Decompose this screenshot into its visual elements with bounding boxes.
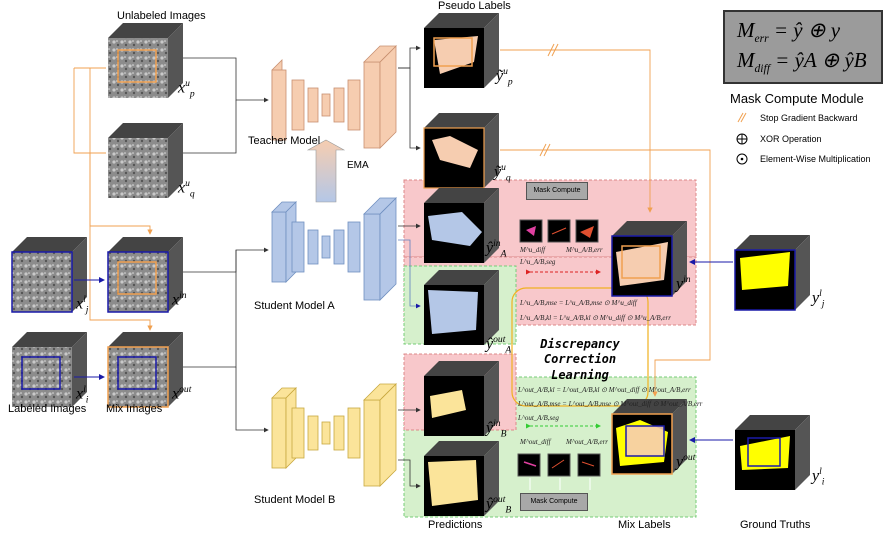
symbol-ypu: ỹup <box>496 66 513 88</box>
cube-xout <box>107 332 183 408</box>
cube-yil <box>735 415 810 490</box>
symbol-yin: yin <box>676 274 691 293</box>
legend-stop-gradient: Stop Gradient Backward <box>760 113 858 123</box>
dcl-title-line1: Discrepancy <box>540 337 620 351</box>
mix-images-label: Mix Images <box>106 403 163 415</box>
ema-label: EMA <box>347 160 369 171</box>
connectors <box>183 45 421 489</box>
student-b-network <box>271 383 397 487</box>
cube-yin <box>611 221 687 297</box>
student-b-label: Student Model B <box>254 494 336 506</box>
mask-compute-top: Mask Compute <box>526 182 588 200</box>
cube-xqu <box>108 123 183 198</box>
teacher-network <box>271 45 397 149</box>
pseudo-labels-label: Pseudo Labels <box>438 0 511 12</box>
predictions-label: Predictions <box>428 519 483 531</box>
cube-yjl <box>734 235 810 311</box>
dot-multiply-icon <box>736 153 748 165</box>
symbol-xqu: xuq <box>178 178 195 200</box>
eq-top-kl: L^u_A/B,kl = L^u_A/B,kl ⊙ M^u_diff ⊙ M^u… <box>520 314 671 322</box>
student-a-label: Student Model A <box>254 300 335 312</box>
cube-yqu <box>423 113 499 189</box>
mask-compute-formula: Merr = ŷ ⊕ y Mdiff = ŷA ⊕ ŷB <box>723 10 883 84</box>
mask-thumbnails-top <box>519 219 599 243</box>
symbol-xjl: xlj <box>76 294 89 316</box>
ground-truths-label: Ground Truths <box>740 519 811 531</box>
symbol-yjl: ylj <box>812 288 825 310</box>
legend-title: Mask Compute Module <box>730 91 864 106</box>
symbol-xil: xli <box>76 384 89 406</box>
eq-bottom-seg: L^out_A/B,seg <box>518 414 559 422</box>
mask-label-top-err: M^u_A/B,err <box>566 246 603 254</box>
eq-bottom-kl: L^out_A/B,kl = L^out_A/B,kl ⊙ M^out_diff… <box>518 386 691 394</box>
symbol-yAin: ŷinA <box>486 238 507 260</box>
cube-ypu <box>424 13 499 88</box>
cube-yBout <box>424 441 499 516</box>
cube-xin <box>107 237 183 313</box>
cube-yAin <box>424 188 499 263</box>
dcl-title-line2: Correction Learning <box>543 352 617 382</box>
symbol-yBout: ŷoutB <box>486 494 512 516</box>
orange-connectors <box>73 49 711 397</box>
student-a-network <box>271 197 397 301</box>
symbol-xpu: xup <box>178 78 195 100</box>
symbol-yout: yout <box>676 452 696 471</box>
symbol-yBin: ŷinB <box>486 418 507 440</box>
symbol-xin: xin <box>172 290 187 309</box>
mask-label-bottom-err: M^out_A/B,err <box>566 438 609 446</box>
eq-top-seg: L^u_A/B,seg <box>520 258 556 266</box>
mask-label-bottom-diff: M^out_diff <box>520 438 551 446</box>
ema-arrow <box>306 139 346 203</box>
symbol-yil: yli <box>812 466 825 488</box>
dcl-box <box>511 287 649 407</box>
labeled-images-label: Labeled Images <box>8 403 87 415</box>
cube-xil <box>12 332 87 407</box>
symbol-yqu: ỹuq <box>494 162 511 184</box>
mask-label-top-diff: M^u_diff <box>520 246 546 254</box>
cube-yBin <box>424 361 499 436</box>
teacher-model-label: Teacher Model <box>248 135 321 147</box>
unlabeled-images-label: Unlabeled Images <box>117 10 206 22</box>
symbol-xout: xout <box>172 384 192 403</box>
eq-top-mse: L^u_A/B,mse = L^u_A/B,mse ⊙ M^u_diff <box>520 299 637 307</box>
mask-thumbnails-bottom <box>517 453 601 477</box>
cube-yAout <box>424 270 499 345</box>
symbol-yAout: ŷoutA <box>486 334 512 356</box>
legend-multiply: Element-Wise Multiplication <box>760 154 871 164</box>
mask-compute-bottom: Mask Compute <box>520 493 588 511</box>
eq-bottom-mse: L^out_A/B,mse = L^out_A/B,mse ⊙ M^out_di… <box>518 400 703 408</box>
cube-xpu <box>108 23 183 98</box>
mix-labels-label: Mix Labels <box>618 519 671 531</box>
stop-gradient-icon <box>737 112 747 123</box>
legend-xor: XOR Operation <box>760 134 822 144</box>
formula-diff: Mdiff = ŷA ⊕ ŷB <box>737 48 867 76</box>
cube-yout <box>611 399 687 475</box>
formula-err: Merr = ŷ ⊕ y <box>737 18 841 46</box>
cube-xjl <box>11 237 87 313</box>
xor-icon <box>736 133 748 145</box>
